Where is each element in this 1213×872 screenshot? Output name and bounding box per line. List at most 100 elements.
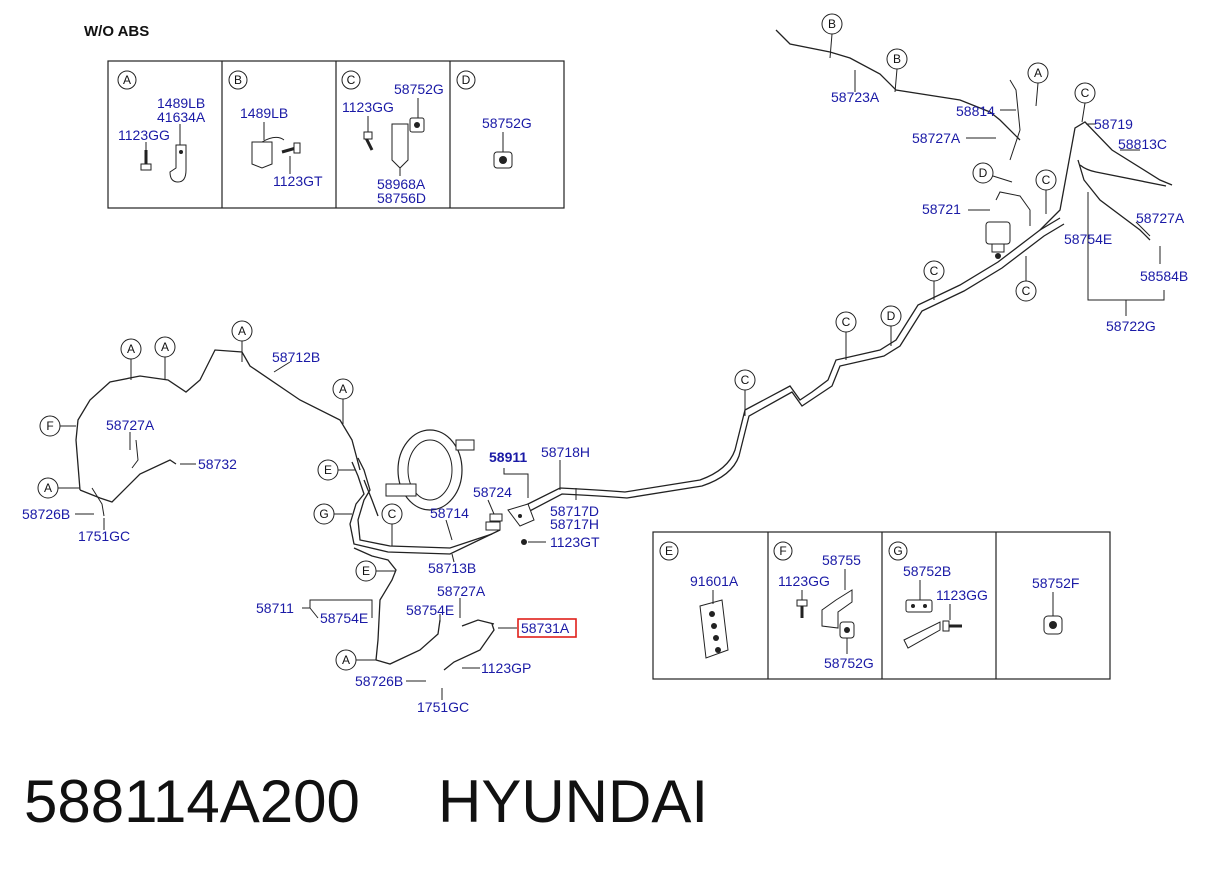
part-label: 58714 bbox=[430, 505, 469, 521]
brand-name: HYUNDAI bbox=[438, 768, 708, 835]
part-label: 58727A bbox=[912, 130, 961, 146]
callout-b: B bbox=[821, 13, 843, 59]
part-label: 58752G bbox=[482, 115, 532, 131]
part-label: 58724 bbox=[473, 484, 512, 500]
part-label: 58719 bbox=[1094, 116, 1133, 132]
svg-text:D: D bbox=[887, 309, 896, 323]
callout-letter: G bbox=[893, 544, 902, 558]
svg-text:D: D bbox=[979, 166, 988, 180]
part-label: 1123GG bbox=[936, 587, 988, 603]
callout-f: F bbox=[39, 415, 76, 437]
part-label: 58752F bbox=[1032, 575, 1079, 591]
callout-d: D bbox=[972, 162, 1013, 184]
callout-c: C bbox=[1015, 256, 1037, 302]
svg-text:A: A bbox=[127, 342, 135, 356]
svg-text:C: C bbox=[741, 373, 750, 387]
bolt-icon bbox=[521, 539, 527, 545]
detail-box-e: E 91601A bbox=[659, 541, 739, 659]
connector-icon bbox=[485, 521, 501, 531]
part-label: 1751GC bbox=[78, 528, 130, 544]
part-label: 58726B bbox=[355, 673, 403, 689]
part-label: 58713B bbox=[428, 560, 476, 576]
callout-c: C bbox=[835, 311, 857, 360]
svg-text:C: C bbox=[842, 315, 851, 329]
bolt-icon bbox=[363, 131, 374, 151]
bracket-icon bbox=[903, 599, 941, 649]
svg-text:G: G bbox=[319, 507, 328, 521]
callout-g: G bbox=[313, 503, 352, 525]
svg-text:E: E bbox=[324, 463, 332, 477]
detail-box-d: D 58752G bbox=[456, 70, 532, 169]
callout-c: C bbox=[1035, 169, 1057, 214]
part-label: 58712B bbox=[272, 349, 320, 365]
clip-icon bbox=[1043, 615, 1063, 635]
clip-icon bbox=[493, 151, 513, 169]
detail-box-f: F 1123GG 58755 58752G bbox=[773, 541, 874, 671]
part-label: 58754E bbox=[1064, 231, 1112, 247]
svg-text:A: A bbox=[238, 324, 246, 338]
part-label: 41634A bbox=[157, 109, 206, 125]
part-label: 58721 bbox=[922, 201, 961, 217]
svg-text:C: C bbox=[1081, 86, 1090, 100]
detail-boxes-top: A 1489LB 41634A 1123GG B 1489LB 1123GT bbox=[107, 60, 565, 209]
clip-icon bbox=[169, 144, 187, 183]
svg-text:A: A bbox=[342, 653, 350, 667]
callout-a: A bbox=[332, 378, 354, 424]
bracket-icon bbox=[821, 589, 855, 639]
part-label: 58717H bbox=[550, 516, 599, 532]
callouts: B B A C D C C C D C C A A A A F A E G C … bbox=[37, 13, 1096, 671]
brake-booster-icon bbox=[385, 429, 475, 511]
detail-box-g: G 58752B 1123GG bbox=[888, 541, 988, 649]
svg-text:A: A bbox=[339, 382, 347, 396]
callout-c: C bbox=[734, 369, 756, 416]
callout-a: A bbox=[231, 320, 253, 362]
callout-e: E bbox=[317, 459, 356, 481]
callout-letter: C bbox=[347, 73, 356, 87]
callout-letter: F bbox=[779, 544, 786, 558]
part-label: 58813C bbox=[1118, 136, 1167, 152]
part-label: 58756D bbox=[377, 190, 426, 206]
part-number: 588114A200 bbox=[24, 768, 360, 835]
detail-box-a: A 1489LB 41634A 1123GG bbox=[117, 70, 206, 183]
brake-tubes bbox=[75, 29, 1173, 671]
part-label: 58727A bbox=[1136, 210, 1185, 226]
callout-a: A bbox=[37, 477, 80, 499]
callout-b: B bbox=[886, 48, 908, 93]
svg-text:A: A bbox=[1034, 66, 1042, 80]
part-label: 58711 bbox=[256, 600, 294, 616]
callout-letter: B bbox=[234, 73, 242, 87]
callout-letter: D bbox=[462, 73, 471, 87]
valve-icon bbox=[985, 221, 1011, 259]
detail-boxes-bottom: E 91601A F 1123GG 58755 58752G bbox=[652, 531, 1111, 680]
part-label: 58584B bbox=[1140, 268, 1188, 284]
bolt-icon bbox=[281, 142, 301, 154]
svg-text:C: C bbox=[930, 264, 939, 278]
part-label: 1489LB bbox=[240, 105, 288, 121]
clip-icon bbox=[251, 136, 285, 169]
part-label: 58755 bbox=[822, 552, 861, 568]
part-label: 58727A bbox=[437, 583, 486, 599]
part-label: 58968A bbox=[377, 176, 426, 192]
part-label: 1751GC bbox=[417, 699, 469, 715]
connector-icon bbox=[489, 513, 503, 522]
part-label: 58752B bbox=[903, 563, 951, 579]
part-labels: 58723A 58814 58727A 58719 58813C 58721 5… bbox=[22, 89, 1188, 715]
part-label: 58754E bbox=[406, 602, 454, 618]
highlight-box bbox=[517, 618, 577, 638]
part-label: 91601A bbox=[690, 573, 739, 589]
part-label: 1123GG bbox=[778, 573, 830, 589]
svg-text:C: C bbox=[388, 507, 397, 521]
part-label: 58726B bbox=[22, 506, 70, 522]
part-label: 1123GG bbox=[342, 99, 394, 115]
clip-icon bbox=[391, 117, 425, 169]
svg-text:B: B bbox=[828, 17, 836, 31]
bolt-icon bbox=[942, 620, 962, 632]
svg-text:C: C bbox=[1042, 173, 1051, 187]
callout-c: C bbox=[381, 503, 403, 546]
part-label: 1489LB bbox=[157, 95, 205, 111]
callout-c: C bbox=[923, 260, 945, 300]
detail-box-h: 58752F bbox=[1032, 575, 1079, 635]
callout-letter: A bbox=[123, 73, 131, 87]
bolt-icon bbox=[796, 599, 808, 618]
